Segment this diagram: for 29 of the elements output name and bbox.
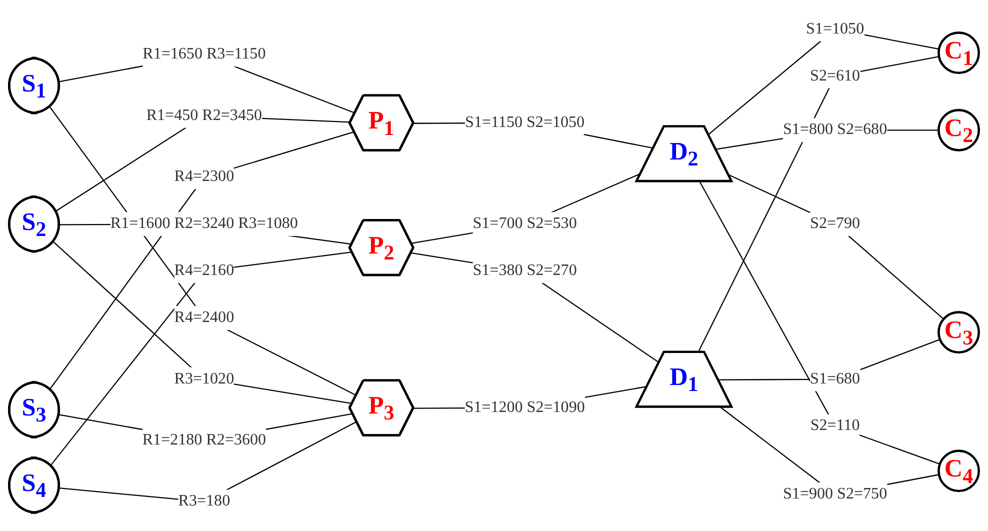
edge-label: R3=1020 (174, 370, 234, 388)
connector (56, 115, 351, 212)
connector (728, 174, 944, 320)
edge-label: R1=1650 R3=1150 (142, 46, 266, 64)
edge-label: S1=800 S2=680 (783, 122, 888, 139)
node-circle: C$_{3}$ (938, 311, 980, 354)
edge-label: S1=1050 (806, 20, 864, 38)
edge-label: R1=2180 R2=3600 (142, 432, 266, 450)
edge-label: R4=2160 (174, 262, 234, 280)
edge-label: S1=680 (810, 370, 860, 388)
edge-label: S2=610 (810, 68, 860, 85)
edge-label: R1=1600 R2=3240 R3=1080 (110, 216, 298, 233)
edge-label: S1=1200 S2=1090 (464, 399, 585, 416)
edge-label: S1=700 S2=530 (472, 216, 577, 233)
edge-label: R1=450 R2=3450 (146, 107, 262, 124)
node-circle: C$_{2}$ (938, 108, 980, 152)
edge-label: S2=110 (810, 418, 860, 435)
connector (411, 252, 660, 364)
node-circle: C$_{4}$ (938, 450, 980, 492)
edge-label: R4=2400 (174, 309, 234, 327)
connector (59, 421, 358, 502)
edge-label: S1=380 S2=270 (472, 262, 577, 280)
connector (53, 241, 353, 404)
edge-label: S2=790 (810, 216, 860, 233)
edge-label: R4=2300 (174, 168, 234, 186)
edge-label: S1=900 S2=750 (783, 486, 888, 503)
node-circle: C$_{1}$ (938, 32, 980, 74)
edge-label: S1=1150 S2=1050 (465, 114, 585, 132)
edge-label: R3=180 (178, 493, 230, 510)
